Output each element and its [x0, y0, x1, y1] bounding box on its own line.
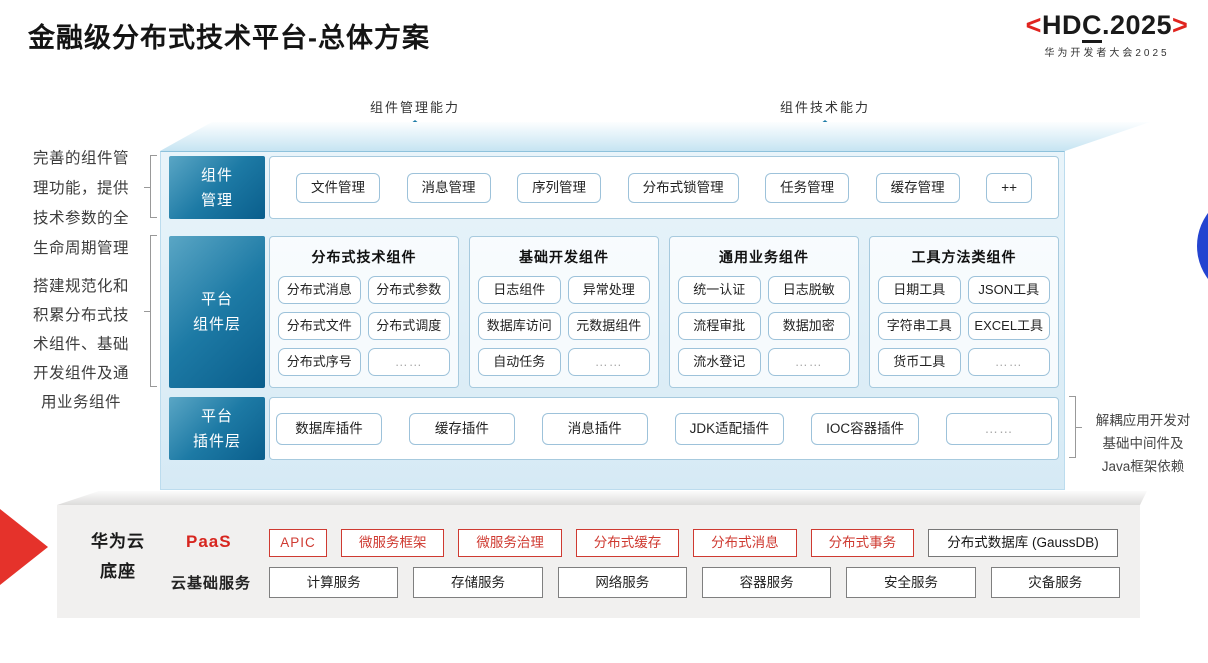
- component-box: 缓存管理: [875, 172, 960, 203]
- component-box-ellipsis: ……: [367, 348, 450, 376]
- foundation-panel: [57, 505, 1140, 618]
- platform-plugins-row: 数据库插件 缓存插件 消息插件 JDK适配插件 IOC容器插件 ……: [269, 397, 1059, 460]
- logo-text-c-underlined: C: [1081, 10, 1102, 43]
- cloud-service-box: 计算服务: [269, 567, 399, 598]
- cloud-service-box: 存储服务: [413, 567, 543, 598]
- capability-technology-label: 组件技术能力: [779, 100, 870, 115]
- component-box: 日志脱敏: [767, 276, 850, 304]
- cloud-services-row: 计算服务 存储服务 网络服务 容器服务 安全服务 灾备服务: [269, 567, 1120, 598]
- note-decoupling: 解耦应用开发对 基础中间件及 Java框架依赖: [1095, 413, 1191, 474]
- foundation-top-face: [57, 491, 1147, 505]
- group-grid: 统一认证 日志脱敏 流程审批 数据加密 流水登记 ……: [678, 276, 850, 376]
- hdc-logo: <HDC.2025> 华为开发者大会2025: [1012, 10, 1202, 59]
- component-box: 分布式参数: [367, 276, 450, 304]
- component-box: JSON工具: [967, 276, 1050, 304]
- component-management-row: 文件管理 消息管理 序列管理 分布式锁管理 任务管理 缓存管理 ++: [269, 156, 1059, 219]
- component-box: EXCEL工具: [967, 312, 1050, 340]
- plugin-box: 数据库插件: [276, 412, 382, 445]
- hdc-logo-subtitle: 华为开发者大会2025: [1044, 48, 1170, 59]
- plugin-box: 消息插件: [541, 412, 648, 445]
- cloud-basic-services-label: 云基础服务: [171, 575, 252, 592]
- note-component-management: 完善的组件管 理功能，提供 技术参数的全 生命周期管理: [32, 150, 129, 257]
- component-box: 序列管理: [517, 172, 602, 203]
- paas-label: PaaS: [186, 532, 232, 551]
- plugin-box: JDK适配插件: [674, 412, 785, 445]
- gaussdb-box: 分布式数据库 (GaussDB): [928, 529, 1119, 557]
- component-box-ellipsis: ……: [967, 348, 1050, 376]
- component-box: 元数据组件: [567, 312, 650, 340]
- component-box: 分布式消息: [278, 276, 361, 304]
- huawei-cloud-base-label: 华为云 底座: [91, 532, 145, 581]
- group-grid: 日期工具 JSON工具 字符串工具 EXCEL工具 货币工具 ……: [878, 276, 1050, 376]
- group-common-business: 通用业务组件 统一认证 日志脱敏 流程审批 数据加密 流水登记 ……: [669, 236, 859, 388]
- logo-right-angle: >: [1172, 10, 1189, 40]
- component-box: 流程审批: [678, 312, 761, 340]
- paas-service-box: APIC: [269, 529, 327, 557]
- component-box: 数据库访问: [478, 312, 561, 340]
- left-bracket-row1: [144, 155, 157, 218]
- left-bracket-row2: [144, 235, 157, 387]
- platform-components-row: 分布式技术组件 分布式消息 分布式参数 分布式文件 分布式调度 分布式序号 ………: [269, 236, 1059, 388]
- group-distributed-tech: 分布式技术组件 分布式消息 分布式参数 分布式文件 分布式调度 分布式序号 ……: [269, 236, 459, 388]
- right-bracket-plugins: [1069, 396, 1082, 458]
- paas-service-box: 分布式缓存: [575, 529, 680, 557]
- paas-services-row: APIC 微服务框架 微服务治理 分布式缓存 分布式消息 分布式事务 分布式数据…: [269, 529, 1119, 557]
- component-box: 数据加密: [767, 312, 850, 340]
- plugin-box: IOC容器插件: [811, 412, 920, 445]
- component-box-plus: ++: [986, 172, 1032, 203]
- component-box-ellipsis: ……: [767, 348, 850, 376]
- group-title: 通用业务组件: [719, 249, 809, 265]
- page-title: 金融级分布式技术平台-总体方案: [28, 23, 430, 53]
- group-title: 工具方法类组件: [911, 249, 1017, 265]
- component-box: 消息管理: [406, 172, 491, 203]
- component-box: 日志组件: [478, 276, 561, 304]
- group-grid: 日志组件 异常处理 数据库访问 元数据组件 自动任务 ……: [478, 276, 650, 376]
- cloud-service-box: 安全服务: [846, 567, 976, 598]
- logo-text-hd: HD: [1041, 10, 1082, 40]
- paas-service-box: 分布式事务: [810, 529, 915, 557]
- plugin-box: 缓存插件: [408, 412, 515, 445]
- component-box: 字符串工具: [878, 312, 961, 340]
- component-box: 货币工具: [878, 348, 961, 376]
- paas-service-box: 分布式消息: [693, 529, 797, 557]
- component-box: 自动任务: [478, 348, 561, 376]
- component-box: 分布式序号: [278, 348, 361, 376]
- hdc-logo-text: <HDC.2025>: [1012, 10, 1202, 43]
- paas-service-box: 微服务治理: [458, 529, 562, 557]
- cloud-service-box: 容器服务: [701, 567, 832, 598]
- logo-left-angle: <: [1025, 10, 1042, 40]
- group-basic-dev: 基础开发组件 日志组件 异常处理 数据库访问 元数据组件 自动任务 ……: [469, 236, 659, 388]
- component-box: 分布式锁管理: [627, 172, 739, 203]
- logo-text-year: .2025: [1101, 10, 1173, 40]
- component-box: 统一认证: [678, 276, 761, 304]
- component-box: 任务管理: [765, 172, 850, 203]
- group-title: 分布式技术组件: [311, 249, 417, 265]
- component-box: 文件管理: [296, 172, 380, 203]
- component-box: 日期工具: [878, 276, 961, 304]
- platform-container: 组件 管理 文件管理 消息管理 序列管理 分布式锁管理 任务管理 缓存管理 ++…: [160, 151, 1065, 490]
- layer-label-component-management: 组件 管理: [169, 156, 265, 219]
- component-box: 异常处理: [567, 276, 650, 304]
- note-platform-components: 搭建规范化和 积累分布式技 术组件、基础 开发组件及通 用业务组件: [32, 278, 129, 411]
- capability-management-label: 组件管理能力: [369, 100, 460, 115]
- group-grid: 分布式消息 分布式参数 分布式文件 分布式调度 分布式序号 ……: [278, 276, 450, 376]
- component-box: 分布式文件: [278, 312, 361, 340]
- component-box: 流水登记: [678, 348, 761, 376]
- group-title: 基础开发组件: [519, 249, 609, 265]
- blue-circle-decoration: [1197, 191, 1208, 301]
- group-tool-methods: 工具方法类组件 日期工具 JSON工具 字符串工具 EXCEL工具 货币工具 ……: [869, 236, 1059, 388]
- component-box-ellipsis: ……: [567, 348, 650, 376]
- paas-service-box: 微服务框架: [341, 529, 445, 557]
- platform-top-face: [160, 122, 1150, 151]
- layer-label-platform-plugins: 平台 插件层: [169, 397, 265, 460]
- red-arrow-icon: [0, 509, 48, 585]
- component-box: 分布式调度: [367, 312, 450, 340]
- plugin-box-ellipsis: ……: [945, 412, 1052, 445]
- cloud-service-box: 灾备服务: [990, 567, 1120, 598]
- layer-label-platform-components: 平台 组件层: [169, 236, 265, 388]
- cloud-service-box: 网络服务: [557, 567, 687, 598]
